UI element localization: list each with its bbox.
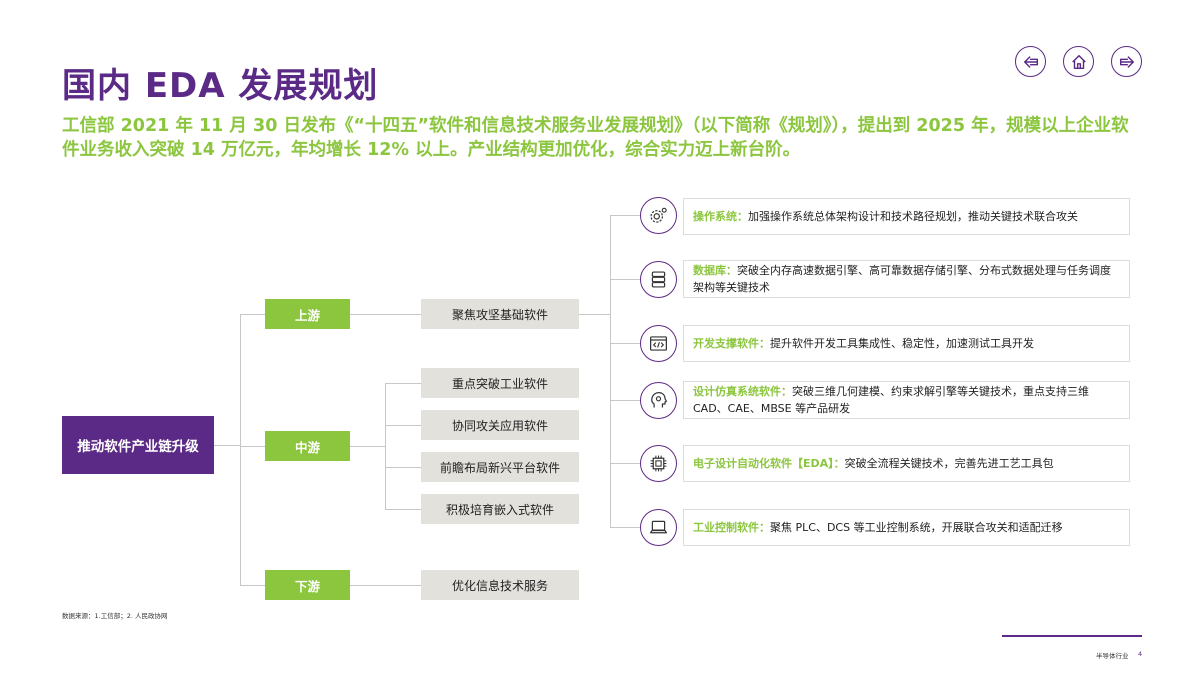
card-text: 提升软件开发工具集成性、稳定性，加速测试工具开发: [770, 337, 1034, 350]
next-page-button[interactable]: [1111, 46, 1142, 77]
card-text: 突破全流程关键技术，完善先进工艺工具包: [844, 457, 1054, 470]
downstream-item: 优化信息技术服务: [421, 570, 579, 600]
stage-downstream: 下游: [265, 570, 350, 600]
detail-card-industrial-control: 工业控制软件：聚焦 PLC、DCS 等工业控制系统，开展联合攻关和适配迁移: [683, 509, 1130, 546]
connector-line: [240, 314, 241, 586]
detail-icon-circle: [640, 261, 677, 298]
connector-line: [350, 446, 385, 447]
database-icon: [651, 271, 666, 288]
connector-line: [579, 314, 610, 315]
detail-icon-circle: [640, 382, 677, 419]
card-text: 突破三维几何建模、约束求解引擎等关键技术，重点支持三维 CAD、CAE、MBSE…: [693, 385, 1089, 415]
midstream-item: 前瞻布局新兴平台软件: [421, 452, 579, 482]
midstream-item: 积极培育嵌入式软件: [421, 494, 579, 524]
midstream-item: 协同攻关应用软件: [421, 410, 579, 440]
connector-line: [350, 314, 421, 315]
connector-line: [214, 445, 240, 446]
arrow-right-icon: [1119, 55, 1134, 68]
card-heading: 操作系统：: [693, 210, 748, 223]
laptop-icon: [650, 520, 667, 534]
card-heading: 工业控制软件：: [693, 521, 770, 534]
detail-card-database: 数据库：突破全内存高速数据引擎、高可靠数据存储引擎、分布式数据处理与任务调度架构…: [683, 260, 1130, 298]
footer-rule: [1002, 635, 1142, 637]
detail-icon-circle: [640, 325, 677, 362]
detail-card-simulation: 设计仿真系统软件：突破三维几何建模、约束求解引擎等关键技术，重点支持三维 CAD…: [683, 381, 1130, 419]
connector-line: [610, 527, 640, 528]
connector-line: [240, 446, 265, 447]
code-window-icon: [650, 336, 667, 351]
detail-card-dev-tools: 开发支撑软件：提升软件开发工具集成性、稳定性，加速测试工具开发: [683, 325, 1130, 362]
detail-card-os: 操作系统：加强操作系统总体架构设计和技术路径规划，推动关键技术联合攻关: [683, 198, 1130, 235]
footer-label: 半导体行业: [1096, 652, 1129, 660]
page-number: 4: [1138, 650, 1143, 658]
home-button[interactable]: [1063, 46, 1094, 77]
detail-icon-circle: [640, 509, 677, 546]
connector-line: [610, 215, 611, 527]
detail-card-eda: 电子设计自动化软件【EDA】：突破全流程关键技术，完善先进工艺工具包: [683, 445, 1130, 482]
card-text: 加强操作系统总体架构设计和技术路径规划，推动关键技术联合攻关: [748, 210, 1078, 223]
connector-line: [240, 314, 265, 315]
gear-settings-icon: [650, 207, 667, 223]
connector-line: [385, 509, 421, 510]
root-node: 推动软件产业链升级: [62, 416, 214, 474]
connector-line: [610, 343, 640, 344]
detail-icon-circle: [640, 197, 677, 234]
stage-upstream: 上游: [265, 299, 350, 329]
connector-line: [610, 400, 640, 401]
card-heading: 电子设计自动化软件【EDA】：: [693, 457, 845, 470]
connector-line: [385, 425, 421, 426]
stage-midstream: 中游: [265, 431, 350, 461]
head-gear-icon: [651, 392, 667, 408]
midstream-item: 重点突破工业软件: [421, 368, 579, 398]
card-heading: 数据库：: [693, 264, 737, 277]
card-text: 突破全内存高速数据引擎、高可靠数据存储引擎、分布式数据处理与任务调度架构等关键技…: [693, 264, 1111, 294]
connector-line: [350, 585, 421, 586]
detail-icon-circle: [640, 445, 677, 482]
connector-line: [385, 383, 421, 384]
card-heading: 设计仿真系统软件：: [693, 385, 792, 398]
connector-line: [610, 279, 640, 280]
arrow-left-icon: [1023, 55, 1038, 68]
prev-page-button[interactable]: [1015, 46, 1046, 77]
page-title: 国内 EDA 发展规划: [62, 66, 379, 106]
card-heading: 开发支撑软件：: [693, 337, 770, 350]
page-subtitle: 工信部 2021 年 11 月 30 日发布《“十四五”软件和信息技术服务业发展…: [62, 116, 1129, 160]
data-source-note: 数据来源：1.工信部；2. 人民政协网: [62, 612, 168, 620]
connector-line: [385, 383, 386, 509]
connector-line: [610, 215, 640, 216]
connector-line: [385, 467, 421, 468]
upstream-item: 聚焦攻坚基础软件: [421, 299, 579, 329]
connector-line: [610, 463, 640, 464]
connector-line: [240, 585, 265, 586]
home-icon: [1071, 54, 1086, 69]
card-text: 聚焦 PLC、DCS 等工业控制系统，开展联合攻关和适配迁移: [770, 521, 1063, 534]
chip-icon: [650, 455, 667, 472]
